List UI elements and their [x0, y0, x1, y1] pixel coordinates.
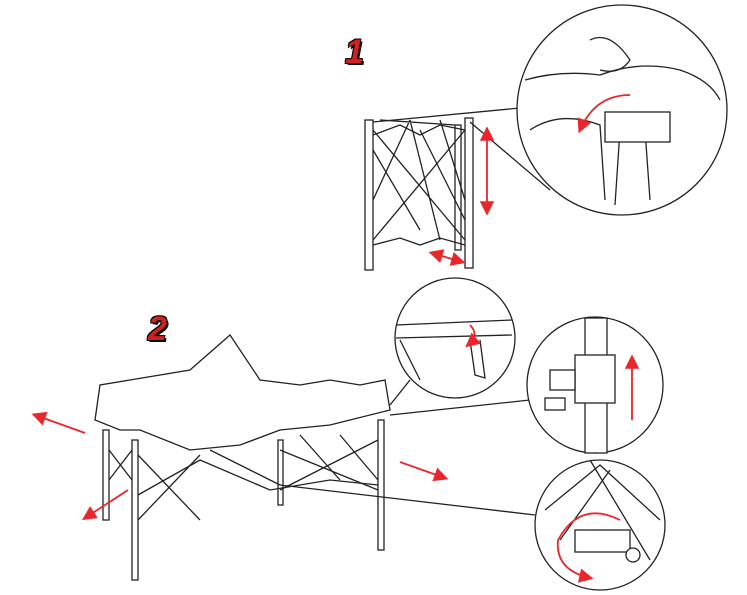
arrow-down-left — [81, 489, 129, 520]
detail-circle-slider — [526, 316, 664, 454]
folded-frame — [364, 107, 551, 271]
arrow-right — [399, 461, 449, 482]
canopy-frame — [94, 334, 536, 581]
horizontal-arrow — [428, 249, 466, 266]
step-number-2: 2 — [148, 310, 167, 348]
arrow-left — [31, 411, 86, 434]
detail-circle-top — [516, 4, 728, 216]
detail-circle-lock — [534, 459, 666, 591]
step-number-1: 1 — [345, 33, 364, 71]
detail-circle-strap — [394, 277, 516, 399]
